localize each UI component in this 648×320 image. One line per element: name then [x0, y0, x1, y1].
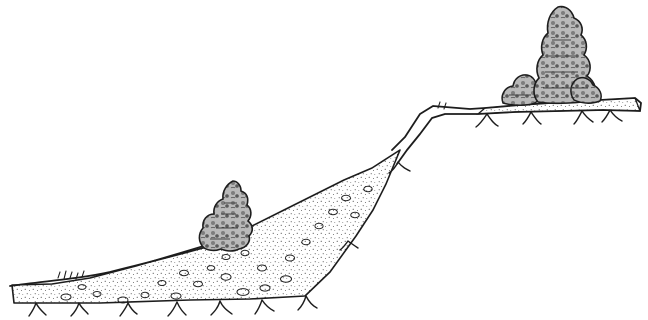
lower-shrub — [199, 181, 252, 251]
upper-shrub-right — [571, 78, 601, 103]
upper-shrubs — [502, 7, 601, 106]
lower-shrub-main — [199, 181, 252, 251]
